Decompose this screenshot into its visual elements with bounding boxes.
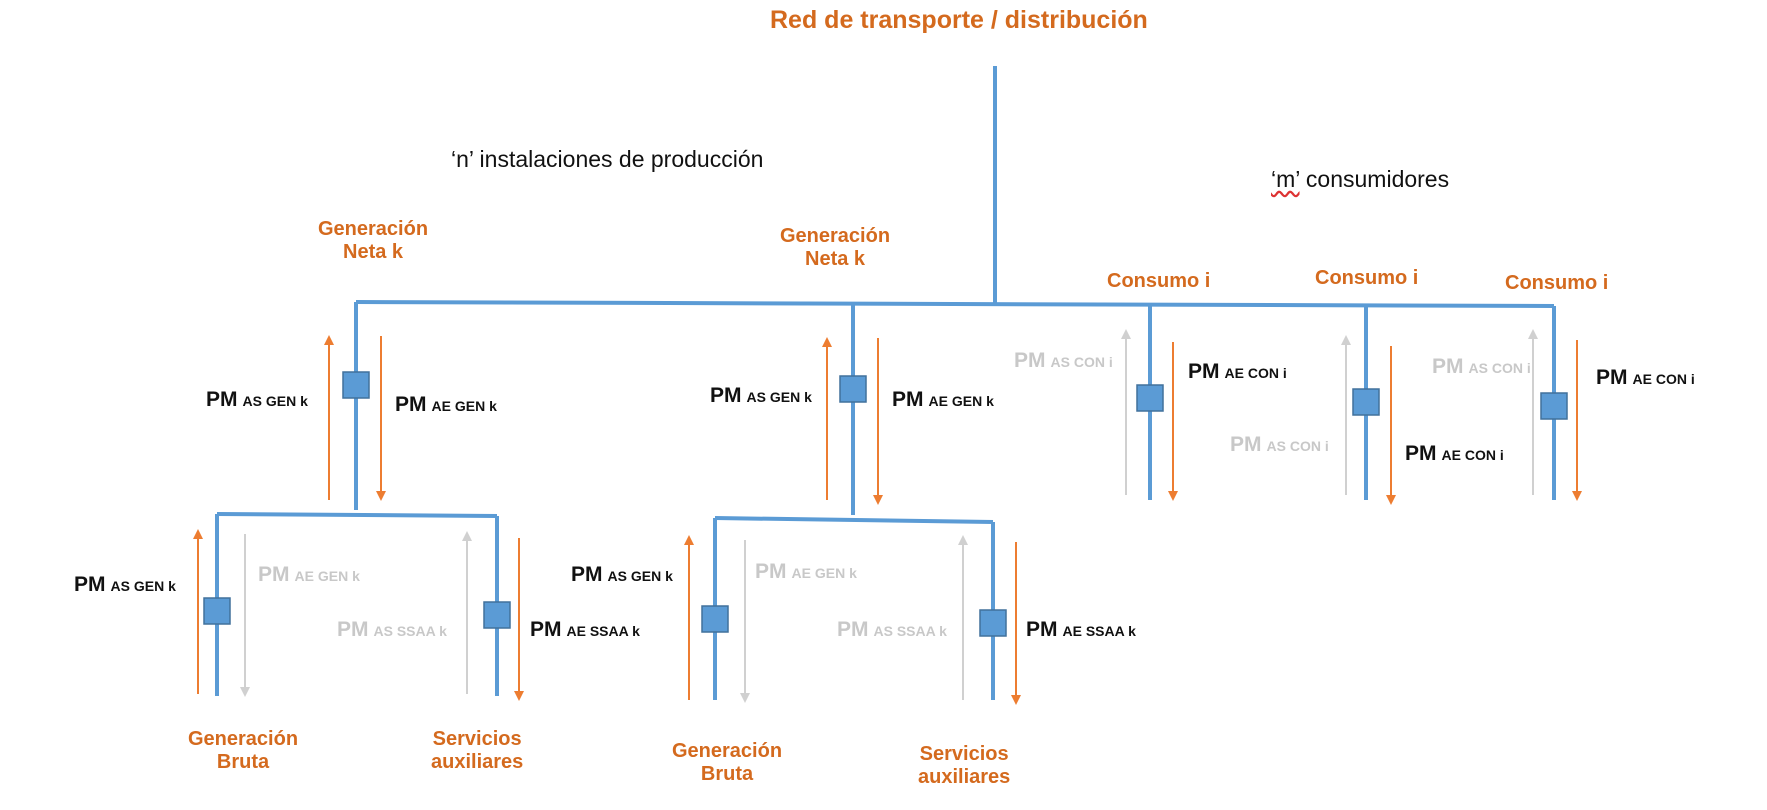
gen1-sub-bus <box>216 512 498 518</box>
bus-lines <box>215 66 1556 700</box>
consumers-label-text: consumidores <box>1299 166 1450 192</box>
meters <box>203 371 1568 637</box>
meter-gen-neta-2 <box>839 375 867 403</box>
main-busbar <box>355 300 1555 308</box>
meter-ssaa-1 <box>483 601 511 629</box>
meter-ssaa-2 <box>979 609 1007 637</box>
meter-gen-bruta-2 <box>701 605 729 633</box>
production-group-label: ‘n’ instalaciones de producción <box>451 146 763 172</box>
production-count-var: ‘n’ <box>451 146 474 172</box>
arrows <box>193 329 1582 705</box>
consumo-label-2: Consumo i <box>1315 267 1419 289</box>
consumers-count-var: ‘m’ <box>1271 166 1300 192</box>
diagram-title: Red de transporte / distribución <box>770 6 1148 34</box>
consumo-label-1: Consumo i <box>1107 270 1211 292</box>
meter-gen-neta-1 <box>342 371 370 399</box>
consumo-label-3: Consumo i <box>1505 272 1609 294</box>
production-label-text: instalaciones de producción <box>473 146 764 172</box>
meter-con-1 <box>1136 384 1164 412</box>
meter-con-2 <box>1352 388 1380 416</box>
gen2-sub-bus <box>714 516 994 524</box>
meter-gen-bruta-1 <box>203 597 231 625</box>
meter-con-3 <box>1540 392 1568 420</box>
consumers-group-label: ‘m’ consumidores <box>1271 166 1449 192</box>
